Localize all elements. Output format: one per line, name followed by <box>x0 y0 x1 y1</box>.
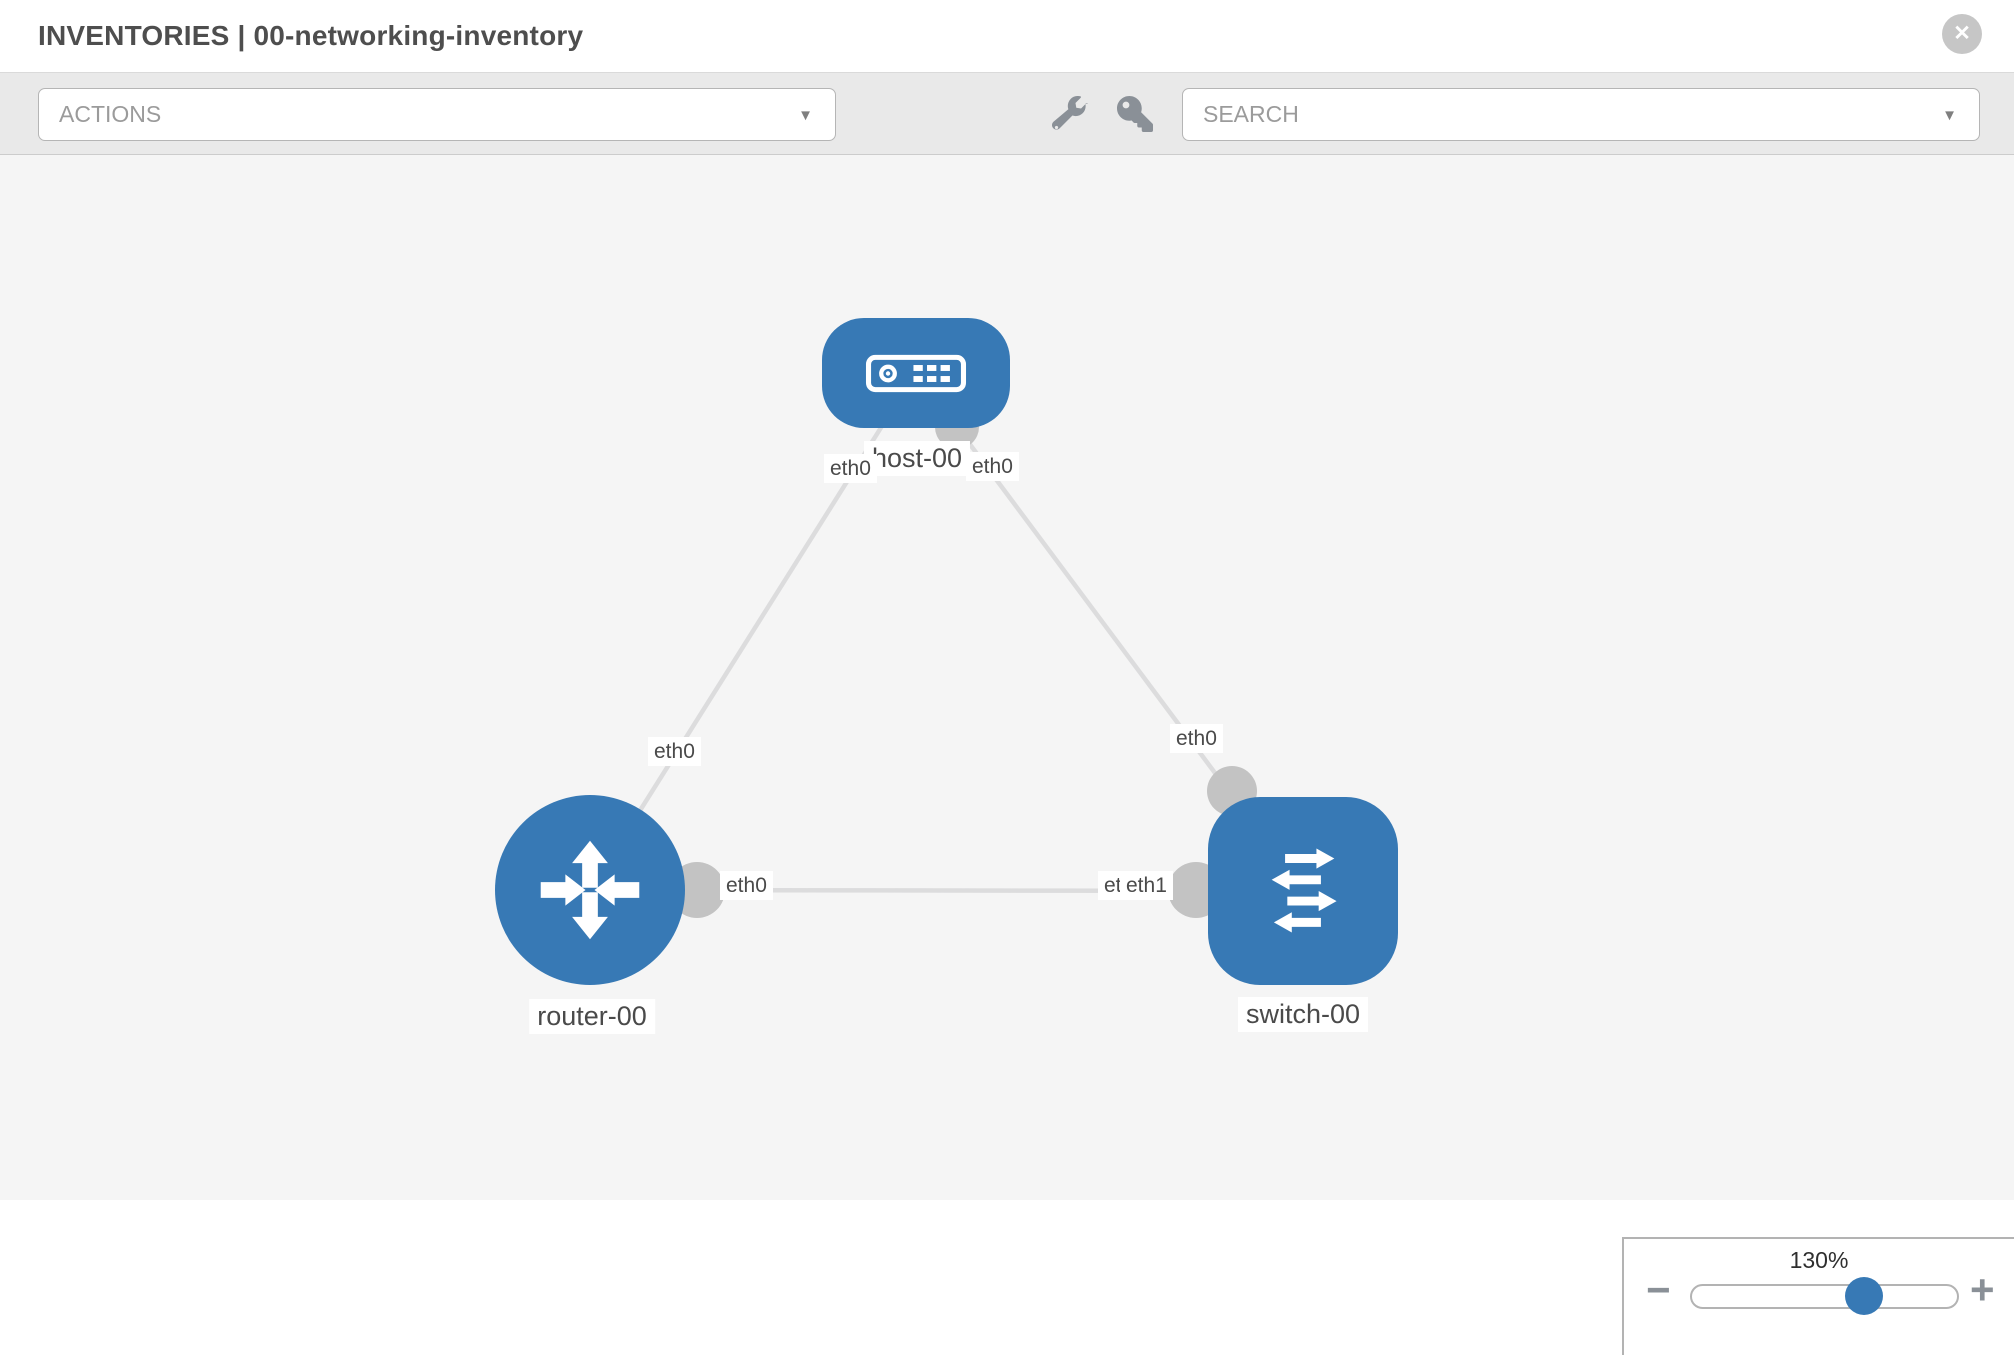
toolbar: ACTIONS ▼ SEARCH ▼ <box>0 72 2014 155</box>
zoom-slider-thumb[interactable] <box>1845 1277 1883 1315</box>
zoom-slider-track[interactable] <box>1690 1277 1959 1315</box>
topology-canvas[interactable]: host-00 router-00 switch-00 eth0 eth0 et… <box>0 155 2014 1355</box>
port-label-switch-eth1: eth1 <box>1098 871 1124 901</box>
topology-links <box>588 370 1305 918</box>
close-icon: ✕ <box>1953 22 1971 45</box>
chevron-down-icon: ▼ <box>1942 107 1957 124</box>
node-host-00[interactable] <box>822 318 1010 428</box>
port-label-switch-eth1: eth1 <box>1120 871 1173 901</box>
page-title: INVENTORIES | 00-networking-inventory <box>38 20 584 51</box>
configure-button[interactable] <box>1043 87 1097 141</box>
wrench-icon <box>1052 96 1088 130</box>
zoom-control-panel: 130% − + <box>1622 1237 2014 1355</box>
node-label-host-00: host-00 <box>863 441 971 477</box>
chevron-down-icon: ▼ <box>798 107 813 124</box>
port-label-switch-eth0: eth0 <box>1170 724 1223 754</box>
actions-dropdown-label: ACTIONS <box>59 101 162 127</box>
node-label-switch-00: switch-00 <box>1237 997 1369 1033</box>
port-label-router-eth0: eth0 <box>648 737 701 767</box>
port-label-host-eth0: eth0 <box>824 454 877 484</box>
search-dropdown[interactable]: SEARCH ▼ <box>1182 88 1980 141</box>
header: INVENTORIES | 00-networking-inventory ✕ <box>0 0 2014 72</box>
minus-icon: − <box>1646 1266 1671 1313</box>
zoom-level-value: 130% <box>1789 1247 1849 1273</box>
close-button[interactable]: ✕ <box>1942 14 1982 54</box>
zoom-out-button[interactable]: − <box>1646 1269 1671 1311</box>
node-label-router-00: router-00 <box>529 999 655 1035</box>
zoom-in-button[interactable]: + <box>1970 1269 1995 1311</box>
credentials-button[interactable] <box>1108 87 1162 141</box>
plus-icon: + <box>1970 1266 1995 1313</box>
key-icon <box>1117 96 1153 132</box>
node-switch-00[interactable] <box>1208 797 1398 985</box>
node-router-00[interactable] <box>495 795 685 985</box>
search-dropdown-label: SEARCH <box>1203 101 1299 127</box>
host-icon <box>865 354 967 392</box>
port-label-host-eth0: eth0 <box>966 452 1019 482</box>
port-label-router-eth0: eth0 <box>720 871 773 901</box>
actions-dropdown[interactable]: ACTIONS ▼ <box>38 88 836 141</box>
router-icon <box>540 840 640 940</box>
switch-icon <box>1271 848 1337 933</box>
